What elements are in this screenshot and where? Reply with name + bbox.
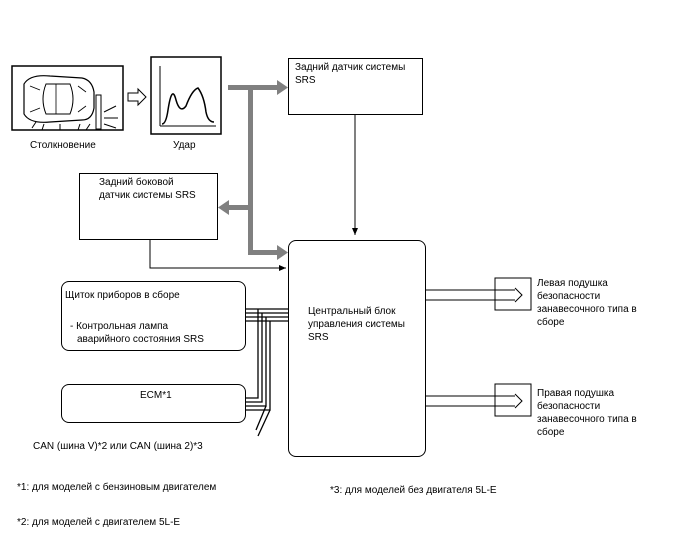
- rear-sensor-line2: SRS: [295, 75, 316, 86]
- right-airbag-line4: сборе: [537, 427, 565, 438]
- center-srs-unit-box: Центральный блок управления системы SRS: [288, 240, 426, 457]
- rear-side-sensor-line2: датчик системы SRS: [99, 190, 196, 201]
- can-bus-label: CAN (шина V)*2 или CAN (шина 2)*3: [33, 441, 203, 452]
- footnote-3: *3: для моделей без двигателя 5L-E: [330, 485, 497, 496]
- left-airbag-connector: [494, 277, 532, 311]
- right-airbag-line3: занавесочного типа в: [537, 414, 637, 425]
- rear-srs-sensor-box: Задний датчик системы SRS: [288, 58, 423, 115]
- right-airbag-line1: Правая подушка: [537, 388, 615, 399]
- collision-caption: Столкновение: [30, 140, 96, 151]
- footnote-2: *2: для моделей с двигателем 5L-E: [17, 517, 181, 528]
- right-airbag-connector: [494, 383, 532, 417]
- grey-signal-arrows: [218, 80, 288, 260]
- impact-caption: Удар: [173, 140, 196, 151]
- right-airbag-line2: безопасности: [537, 401, 601, 412]
- center-unit-line1: Центральный блок: [308, 306, 396, 317]
- rear-side-srs-sensor-box: Задний боковой датчик системы SRS: [79, 173, 218, 240]
- srs-warning-lamp-line2: аварийного состояния SRS: [77, 334, 204, 345]
- ecm-box: ECM*1: [61, 384, 246, 423]
- ecm-label: ECM*1: [140, 390, 172, 401]
- center-unit-line3: SRS: [308, 332, 329, 343]
- left-airbag-line1: Левая подушка: [537, 278, 608, 289]
- signal-lines: [149, 115, 495, 407]
- instrument-cluster-box: Щиток приборов в сборе - Контрольная лам…: [61, 281, 246, 351]
- collision-image: [11, 65, 124, 131]
- left-airbag-line2: безопасности: [537, 291, 601, 302]
- left-airbag-line4: сборе: [537, 317, 565, 328]
- can-bus-lines: [246, 308, 288, 437]
- impact-graph: [150, 56, 222, 135]
- instrument-cluster-title: Щиток приборов в сборе: [65, 290, 180, 301]
- rear-side-sensor-line1: Задний боковой: [99, 177, 174, 188]
- collision-to-impact-arrow: [127, 87, 147, 107]
- left-airbag-line3: занавесочного типа в: [537, 304, 637, 315]
- center-unit-line2: управления системы: [308, 319, 405, 330]
- srs-warning-lamp-line1: - Контрольная лампа: [70, 321, 169, 332]
- rear-sensor-line1: Задний датчик системы: [295, 62, 406, 73]
- footnote-1: *1: для моделей с бензиновым двигателем: [17, 482, 217, 493]
